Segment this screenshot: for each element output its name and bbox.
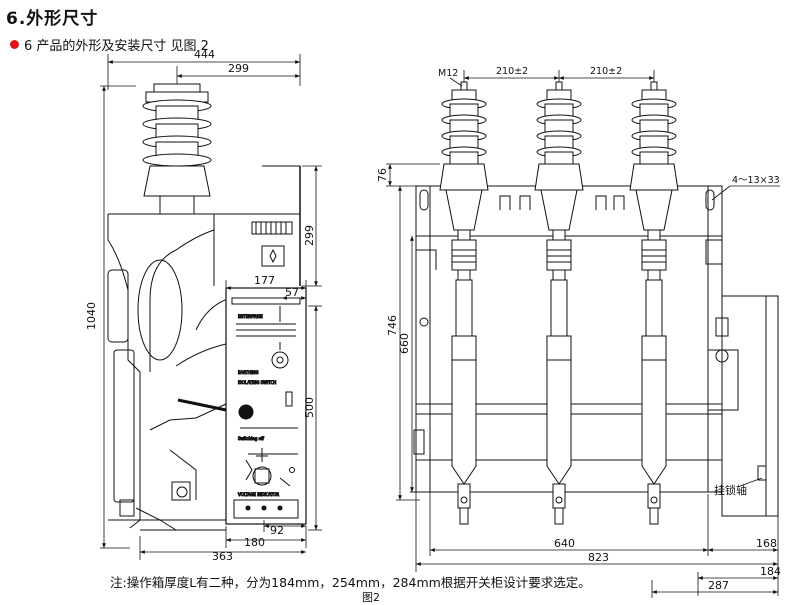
dim-660: 660 [398, 333, 411, 354]
pole-3 [629, 81, 679, 525]
dim-pitch-1: 210±2 [496, 66, 528, 77]
operating-box: ENTERPRISE EARTHING ISOLATING SWITCH Swi… [225, 287, 307, 525]
svg-text:ISOLATING SWITCH: ISOLATING SWITCH [238, 380, 276, 385]
dim-823: 823 [588, 551, 609, 564]
front-dimension-lines [386, 70, 780, 598]
side-vent-slots [251, 221, 293, 267]
subtitle-text: 6 产品的外形及安装尺寸 见图 2 [24, 39, 209, 54]
footnote: 注:操作箱厚度L有二种，分为184mm，254mm，284mm根据开关柜设计要求… [110, 575, 591, 590]
section-title: 6.外形尺寸 [6, 9, 99, 29]
svg-text:EARTHING: EARTHING [238, 370, 258, 375]
front-top-brackets [499, 195, 625, 210]
dim-pitch-2: 210±2 [590, 66, 622, 77]
dim-444: 444 [194, 48, 215, 61]
dim-m12: M12 [438, 68, 458, 79]
dim-hole: 4～13×33 [732, 175, 780, 186]
dim-500: 500 [303, 397, 316, 418]
dim-640: 640 [554, 537, 575, 550]
dim-180: 180 [244, 536, 265, 549]
dim-363: 363 [212, 550, 233, 563]
red-bullet-icon [10, 40, 19, 49]
dim-168: 168 [756, 537, 777, 550]
pole-2 [534, 81, 584, 525]
pole-1 [439, 81, 489, 525]
dim-299-top: 299 [228, 62, 249, 75]
figure-label: 图2 [362, 591, 380, 604]
dim-76: 76 [376, 168, 389, 182]
svg-text:ENTERPRISE: ENTERPRISE [238, 314, 263, 319]
dim-92: 92 [270, 524, 284, 537]
lock-shaft-label: 挂锁轴 [714, 483, 747, 497]
svg-text:Switching off: Switching off [238, 436, 264, 441]
svg-text:VOLTAGE INDICATOR: VOLTAGE INDICATOR [238, 492, 279, 497]
dim-57: 57 [285, 286, 299, 299]
side-view: ENTERPRISE EARTHING ISOLATING SWITCH Swi… [100, 54, 322, 560]
dim-746: 746 [386, 315, 399, 336]
dim-287: 287 [708, 579, 729, 592]
side-dimension-lines [100, 54, 322, 560]
subtitle-row: 6 产品的外形及安装尺寸 见图 2 [10, 35, 209, 54]
dim-1040: 1040 [85, 302, 98, 330]
dim-184: 184 [760, 565, 781, 578]
dim-299-right: 299 [303, 225, 316, 246]
dim-177: 177 [254, 274, 275, 287]
side-insulator [142, 83, 212, 215]
